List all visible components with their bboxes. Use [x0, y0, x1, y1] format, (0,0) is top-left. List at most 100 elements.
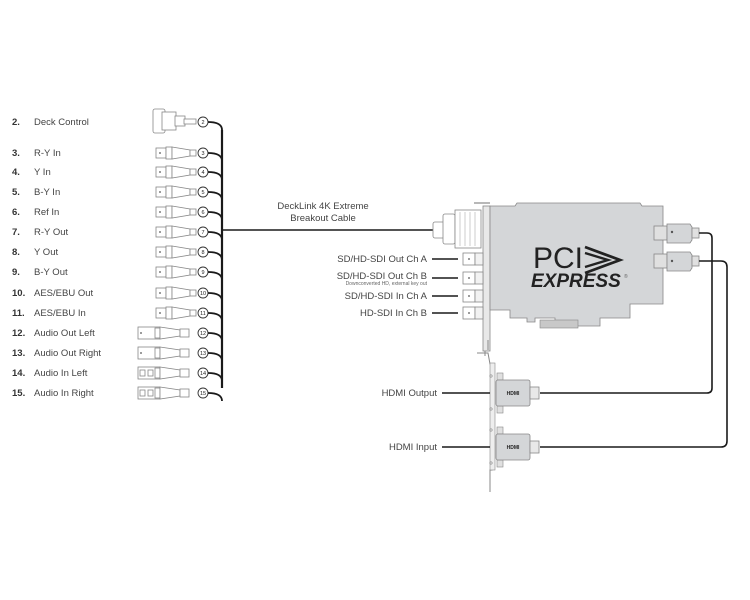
breakout-connector-9: 9. B-Y Out 9 [12, 265, 223, 281]
connector-number: 9. [12, 267, 20, 278]
connector-badge: 15 [200, 391, 206, 397]
bnc-connector-icon [155, 225, 197, 239]
pci-express-card: PCI EXPRESS ® [489, 202, 664, 329]
connector-number: 14. [12, 368, 25, 379]
bnc-port-icon [462, 252, 484, 266]
sdi-port-label: HD-SDI In Ch B [360, 308, 427, 319]
connector-label: Audio In Right [34, 388, 94, 399]
hdmi-output-cable [540, 232, 713, 394]
connector-label: Audio Out Right [34, 348, 101, 359]
connector-number: 4. [12, 167, 20, 178]
bnc-connector-icon [155, 205, 197, 219]
bnc-connector-icon [155, 146, 197, 160]
bnc-port-icon [462, 289, 484, 303]
breakout-cable-label-line2: Breakout Cable [290, 213, 355, 224]
bnc-port-icon [462, 306, 484, 320]
connector-number: 12. [12, 328, 25, 339]
connector-label: B-Y Out [34, 267, 68, 278]
connector-cable [207, 152, 223, 162]
sdi-port-note: Downconverted HD, external key out [346, 281, 428, 287]
pci-logo-text: PCI [533, 242, 583, 275]
connector-label: AES/EBU In [34, 308, 86, 319]
connector-badge: 6 [201, 210, 204, 216]
connector-label: Ref In [34, 207, 59, 218]
breakout-connector-15: 15. Audio In Right 15 [12, 386, 223, 402]
connector-label: Deck Control [34, 117, 89, 128]
bnc-connector-icon [155, 185, 197, 199]
connector-label: Y In [34, 167, 51, 178]
connector-label: Y Out [34, 247, 58, 258]
card-hdmi-output-connector [653, 223, 700, 244]
pci-chevron-icon [584, 245, 625, 275]
connector-badge: 13 [200, 351, 206, 357]
connector-badge: 9 [201, 270, 204, 276]
card-hdmi-input-connector [653, 251, 700, 272]
hdmi-connector-icon: HDMI [489, 372, 540, 414]
breakout-connector-2: 2. Deck Control 2 [12, 108, 223, 134]
connector-cable [207, 271, 223, 281]
hdmi-logo-text: HDMI [507, 445, 520, 451]
connector-label: Audio In Left [34, 368, 88, 379]
connector-label: Audio Out Left [34, 328, 95, 339]
connector-label: B-Y In [34, 187, 60, 198]
connector-number: 2. [12, 117, 20, 128]
xlr-male-connector-icon [137, 326, 190, 340]
express-logo-text: EXPRESS [531, 271, 621, 292]
breakout-cable-label-line1: DeckLink 4K Extreme [277, 201, 368, 212]
xlr-male-connector-icon [137, 346, 190, 360]
connector-badge: 14 [200, 371, 206, 377]
connector-number: 5. [12, 187, 20, 198]
connector-label: R-Y In [34, 148, 61, 159]
connector-cable [207, 332, 223, 342]
connector-number: 6. [12, 207, 20, 218]
breakout-connector-3: 3. R-Y In 3 [12, 146, 223, 162]
connector-badge: 3 [201, 151, 204, 157]
breakout-connector-6: 6. Ref In 6 [12, 205, 223, 221]
sdi-port-1: SD/HD-SDI Out Ch A [337, 252, 484, 266]
bnc-connector-icon [155, 245, 197, 259]
connector-cable [207, 121, 223, 131]
hdmi-input-cable [540, 260, 728, 448]
connector-number: 3. [12, 148, 20, 159]
bnc-connector-icon [155, 306, 197, 320]
connector-cable [207, 312, 223, 322]
card-dsub-connector [432, 209, 482, 249]
xlr-female-connector-icon [137, 386, 190, 400]
connector-number: 13. [12, 348, 25, 359]
connector-label: AES/EBU Out [34, 288, 93, 299]
registered-mark: ® [624, 273, 628, 280]
connector-badge: 2 [201, 120, 204, 126]
breakout-connector-14: 14. Audio In Left 14 [12, 366, 223, 382]
connector-badge: 12 [200, 331, 206, 337]
sdi-port-label: SD/HD-SDI Out Ch B [337, 271, 427, 282]
connector-cable [207, 171, 223, 181]
breakout-connector-5: 5. B-Y In 5 [12, 185, 223, 201]
connector-cable [207, 231, 223, 241]
dsub-connector-icon [152, 108, 197, 134]
connector-cable [207, 372, 223, 382]
sdi-port-4: HD-SDI In Ch B [360, 306, 484, 320]
connector-cable [207, 292, 223, 302]
sdi-port-label: SD/HD-SDI Out Ch A [337, 254, 427, 265]
connector-cable [207, 191, 223, 201]
sdi-port-label: SD/HD-SDI In Ch A [345, 291, 428, 302]
connector-number: 15. [12, 388, 25, 399]
sdi-port-3: SD/HD-SDI In Ch A [345, 289, 484, 303]
connector-cable [207, 352, 223, 362]
hdmi-connector-icon: HDMI [489, 426, 540, 468]
connector-badge: 5 [201, 190, 204, 196]
hdmi-port-label: HDMI Input [389, 442, 437, 453]
breakout-connector-12: 12. Audio Out Left 12 [12, 326, 223, 342]
bnc-connector-icon [155, 165, 197, 179]
connector-badge: 10 [200, 291, 206, 297]
bnc-connector-icon [155, 265, 197, 279]
